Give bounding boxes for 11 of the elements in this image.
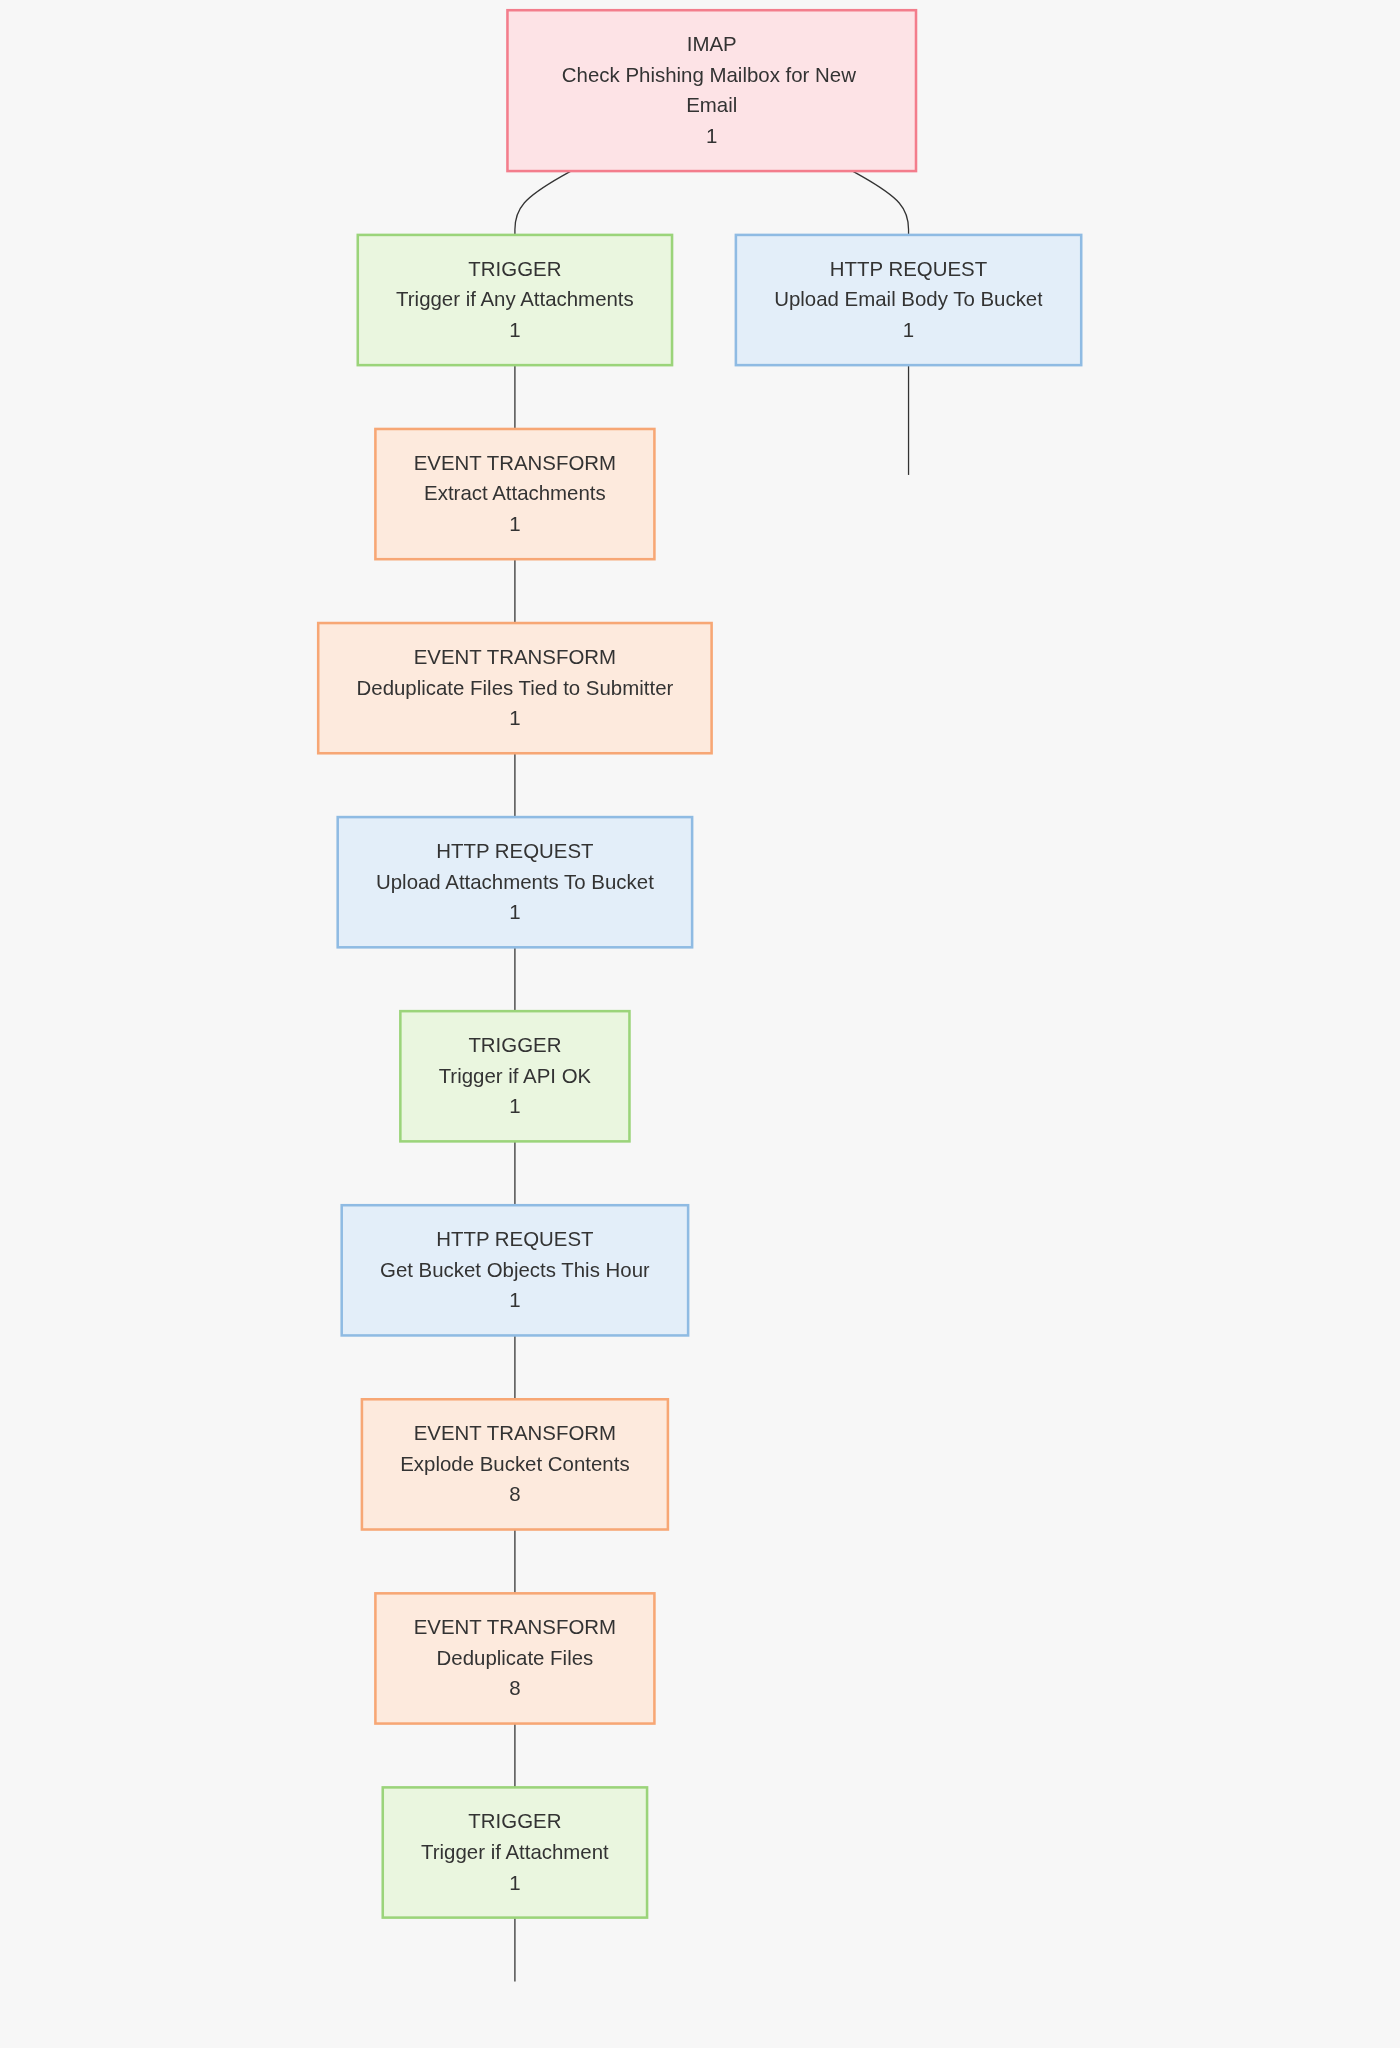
node-box: EVENT TRANSFORM Deduplicate Files 8: [374, 1592, 656, 1725]
node-box: HTTP REQUEST Upload Attachments To Bucket 1: [336, 815, 694, 949]
node-box: HTTP REQUEST Get Bucket Objects This Hour 1: [340, 1203, 690, 1337]
node-box: TRIGGER Trigger if API OK 1: [399, 1009, 631, 1143]
node-box: EVENT TRANSFORM Explode Bucket Contents 8: [360, 1398, 670, 1531]
node-box: EVENT TRANSFORM Deduplicate Files Tied to Submitter 1: [317, 621, 714, 755]
node-box: IMAP Check Phishing Mailbox for New Email 1: [506, 8, 918, 173]
node-box: TRIGGER Trigger if Attachment 1: [381, 1786, 649, 1919]
node-box: EVENT TRANSFORM Extract Attachments 1: [374, 427, 656, 561]
node-box: TRIGGER Trigger if Any Attachments 1: [356, 233, 674, 367]
node-box: HTTP REQUEST Upload Email Body To Bucket 1: [734, 233, 1083, 367]
